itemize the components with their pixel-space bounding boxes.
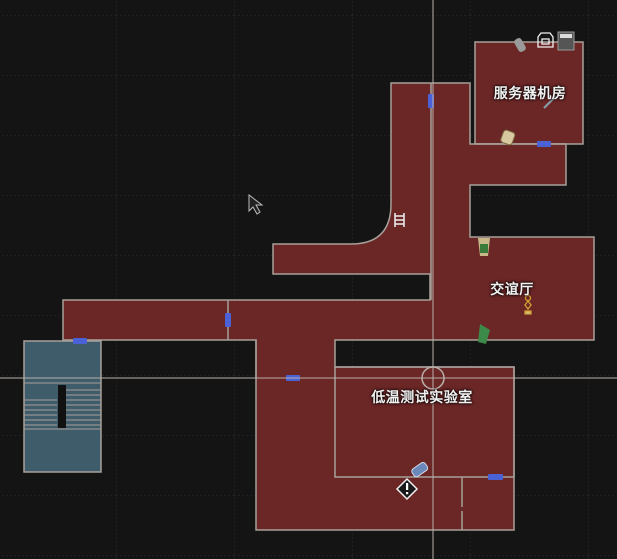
ladder-icon [394,213,405,227]
typewriter-save-icon [537,32,554,48]
gunpowder-item-icon [514,38,526,52]
flashlight-item-icon [411,461,429,478]
door [488,474,503,480]
corridor-network [62,82,595,531]
knife-item-icon [543,95,557,109]
room-cryo-lab [334,366,515,478]
item-box-icon [557,31,575,51]
stairwell [23,340,102,473]
green-herb-icon [478,324,490,344]
room-label-lounge[interactable]: 交谊厅 [490,282,534,298]
key-item-icon [524,294,532,315]
cursor-icon [248,193,264,215]
room-label-cryo-lab[interactable]: 低温测试实验室 [371,390,473,406]
warning-marker-icon [395,477,419,501]
ammo-item-icon [500,129,516,146]
door [225,313,231,327]
herb-item-icon [478,238,490,256]
door [537,141,551,147]
room-label-server-room[interactable]: 服务器机房 [493,86,567,102]
door [73,338,87,344]
